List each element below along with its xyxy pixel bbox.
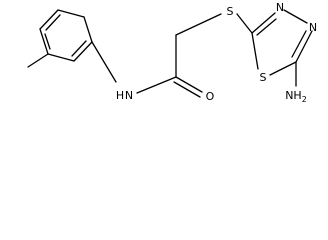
- bond-carbonyl-2: [173, 81, 201, 98]
- bond-s-to-ring: [236, 13, 253, 34]
- bond-c2-to-n3: [251, 12, 276, 34]
- ring-n-label-1: N: [276, 1, 284, 14]
- amide-n-label: N: [125, 89, 133, 102]
- molecule-structure-diagram: H N O S N N S NH2: [27, 1, 317, 104]
- thiadiazole-ring: [251, 9, 313, 76]
- bond-ring-top-left: [39, 9, 59, 30]
- bond-ring-double-3: [44, 33, 51, 50]
- bond-ring-top-right: [57, 9, 85, 18]
- bond-ring-double-2: [71, 40, 87, 57]
- ring-n-label-2: N: [309, 21, 317, 34]
- ring-s-label: S: [260, 71, 267, 84]
- amide-h-label: H: [116, 89, 124, 102]
- bond-ch2-to-s: [175, 13, 222, 36]
- bond-n3-to-n4: [283, 9, 308, 24]
- bond-s1-to-c2: [251, 32, 259, 70]
- bond-ring-bottom: [47, 53, 75, 62]
- bond-ring-double-1: [45, 14, 61, 31]
- bond-carbonyl-1: [175, 76, 203, 93]
- benzene-ring: [39, 9, 93, 62]
- bond-methyl: [27, 53, 49, 68]
- bond-n4-to-c5: [295, 30, 313, 63]
- bond-ring-to-amide-n: [91, 41, 117, 83]
- bond-ring-right-lower: [73, 41, 93, 62]
- amino-nh-text: NH: [285, 89, 302, 102]
- bond-n-to-carbonyl: [136, 76, 177, 94]
- bond-ring-left: [39, 28, 49, 55]
- bond-n4-to-c5-double: [291, 30, 307, 58]
- bond-ring-right-upper: [83, 16, 93, 43]
- amino-h2-subscript: 2: [302, 95, 307, 104]
- amino-nh-label: NH2: [285, 89, 307, 104]
- thioether-s-label: S: [227, 5, 234, 18]
- carbonyl-o-label: O: [206, 90, 215, 103]
- bond-c2-to-n3-double: [256, 18, 277, 36]
- bond-c5-to-s1: [269, 61, 297, 76]
